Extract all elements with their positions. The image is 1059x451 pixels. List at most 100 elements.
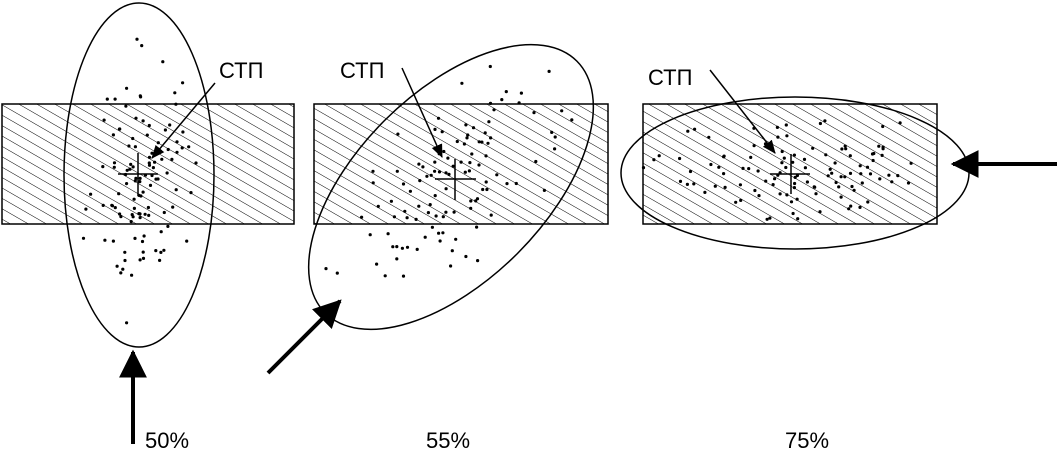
scatter-point — [433, 127, 437, 131]
scatter-point — [487, 120, 491, 124]
marker-pointer-arrow — [709, 69, 776, 154]
scatter-point — [386, 232, 390, 236]
scatter-point — [142, 234, 146, 238]
scatter-point — [376, 204, 380, 208]
scatter-point — [764, 179, 768, 183]
scatter-point — [870, 152, 875, 156]
scatter-point — [383, 274, 387, 278]
scatter-point — [395, 245, 399, 249]
scatter-point — [174, 102, 178, 106]
scatter-point — [459, 160, 463, 164]
scatter-point — [483, 131, 487, 135]
scatter-point — [118, 212, 122, 216]
scatter-point — [484, 180, 488, 184]
scatter-point — [408, 189, 412, 193]
scatter-point — [462, 142, 466, 146]
scatter-point — [166, 224, 170, 228]
scatter-point — [852, 188, 856, 192]
scatter-point — [849, 204, 853, 208]
scatter-point — [441, 231, 445, 235]
scatter-point — [130, 273, 134, 277]
scatter-point — [484, 154, 488, 158]
scatter-point — [159, 230, 163, 234]
scatter-point — [553, 135, 557, 139]
target-zone-rect — [313, 103, 609, 225]
scatter-point — [395, 169, 399, 173]
scatter-point — [437, 170, 442, 174]
scatter-point — [896, 174, 900, 178]
scatter-point — [132, 197, 136, 201]
scatter-point — [391, 245, 395, 249]
scatter-point — [717, 165, 721, 169]
scatter-point — [134, 116, 138, 120]
scatter-point — [452, 210, 456, 214]
scatter-point — [147, 155, 152, 159]
scatter-point — [175, 140, 179, 144]
scatter-point — [481, 187, 485, 192]
scatter-point — [792, 186, 797, 190]
scatter-point — [678, 156, 682, 161]
scatter-point — [425, 174, 429, 178]
percent-label: 55% — [426, 428, 470, 451]
scatter-point — [504, 90, 508, 94]
scatter-point — [163, 128, 167, 132]
scatter-point — [138, 180, 142, 184]
scatter-point — [657, 154, 661, 158]
scatter-point — [460, 81, 464, 85]
scatter-point — [444, 171, 448, 175]
scatter-point — [840, 147, 844, 151]
scatter-point — [776, 135, 780, 139]
scatter-point — [802, 157, 807, 161]
scatter-point — [405, 245, 410, 249]
scatter-point — [119, 271, 123, 275]
scatter-point — [101, 165, 105, 169]
scatter-point — [125, 321, 129, 325]
scatter-point — [848, 154, 852, 158]
scatter-point — [469, 199, 473, 203]
scatter-point — [174, 188, 178, 192]
scatter-point — [105, 97, 109, 101]
scatter-point — [652, 158, 656, 162]
scatter-point — [517, 101, 521, 105]
scatter-point — [444, 210, 448, 214]
scatter-point — [389, 199, 393, 203]
scatter-point — [463, 170, 467, 174]
scatter-point — [844, 147, 848, 151]
scatter-point — [678, 179, 683, 183]
scatter-point — [707, 135, 711, 139]
scatter-point — [803, 166, 808, 170]
scatter-point — [771, 183, 775, 187]
scatter-point — [455, 139, 459, 144]
scatter-point — [685, 182, 690, 186]
scatter-point — [430, 225, 434, 229]
scatter-point — [514, 181, 518, 186]
scatter-point — [495, 173, 499, 177]
scatter-point — [793, 181, 797, 186]
scatter-point — [112, 161, 117, 165]
scatter-point — [417, 162, 421, 166]
scatter-point — [542, 188, 547, 192]
scatter-point — [401, 182, 406, 186]
mean-point-cross — [435, 159, 476, 200]
percent-label: 50% — [145, 428, 189, 451]
scatter-point — [400, 246, 404, 250]
scatter-point — [839, 195, 843, 199]
scatter-point — [692, 182, 696, 186]
scatter-point — [505, 182, 509, 186]
scatter-point — [475, 197, 480, 201]
scatter-point — [123, 250, 127, 254]
scatter-point — [143, 212, 147, 216]
scatter-point — [898, 121, 902, 125]
scatter-point — [141, 190, 145, 194]
scatter-point — [791, 160, 795, 164]
scatter-point — [133, 145, 137, 149]
scatter-point — [138, 216, 142, 220]
scatter-point — [752, 144, 756, 148]
scatter-point — [132, 206, 136, 210]
scatter-point — [135, 37, 139, 41]
scatter-point — [477, 163, 481, 167]
scatter-point — [138, 258, 142, 262]
scatter-point — [780, 149, 784, 154]
scatter-point — [187, 145, 191, 149]
scatter-point — [175, 150, 179, 154]
